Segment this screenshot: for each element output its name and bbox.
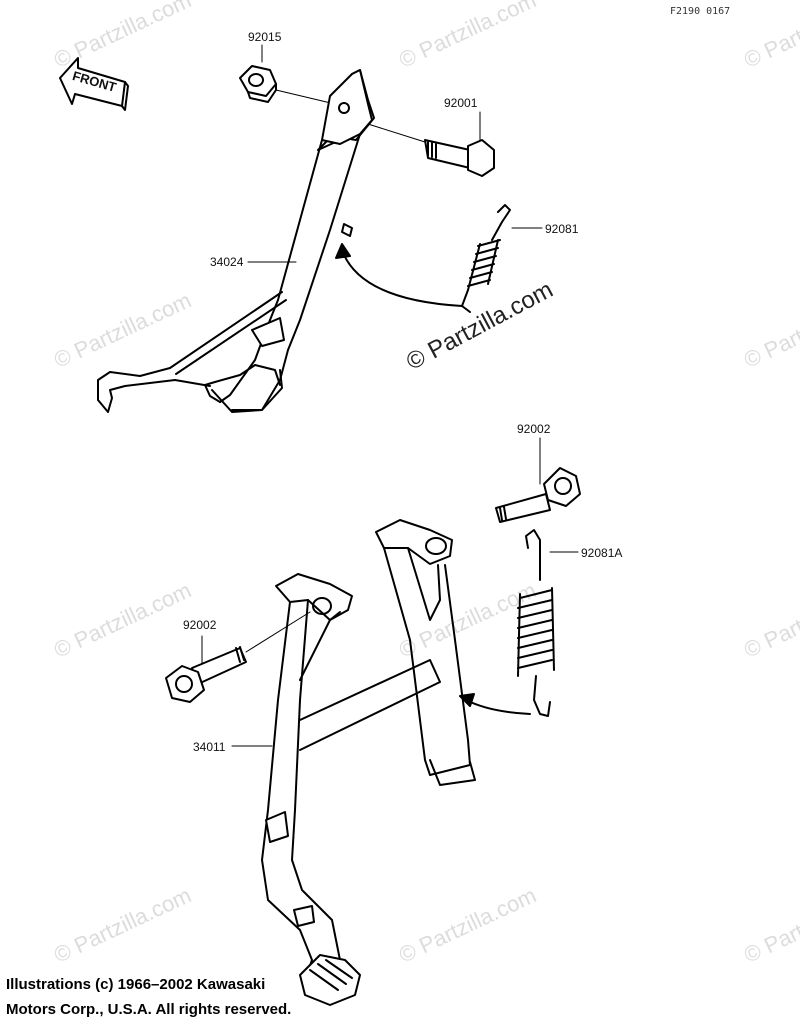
spring-92081A	[459, 529, 579, 717]
nut-92015	[239, 44, 336, 105]
spring-92081	[335, 204, 543, 313]
figure-id: F2190 0167	[670, 6, 731, 17]
part-label-92081A[interactable]: 92081A	[581, 546, 623, 560]
center-stand-34011	[231, 519, 476, 1006]
front-arrow-icon	[59, 57, 129, 111]
part-label-92001[interactable]: 92001	[444, 96, 478, 110]
bolt-92002-left	[165, 611, 311, 703]
part-label-92081[interactable]: 92081	[545, 222, 579, 236]
bolt-92001	[367, 111, 495, 177]
part-label-92002-top[interactable]: 92002	[517, 422, 551, 436]
part-label-92002-left[interactable]: 92002	[183, 618, 217, 632]
copyright-line-1: Illustrations (c) 1966–2002 Kawasaki	[6, 976, 266, 993]
part-label-92015[interactable]: 92015	[248, 30, 282, 44]
copyright-line-2: Motors Corp., U.S.A. All rights reserved…	[6, 1001, 292, 1018]
side-stand-34024	[97, 69, 375, 413]
part-label-34024[interactable]: 34024	[210, 255, 244, 269]
part-label-34011[interactable]: 34011	[193, 740, 226, 754]
bolt-92002-top	[495, 437, 581, 523]
